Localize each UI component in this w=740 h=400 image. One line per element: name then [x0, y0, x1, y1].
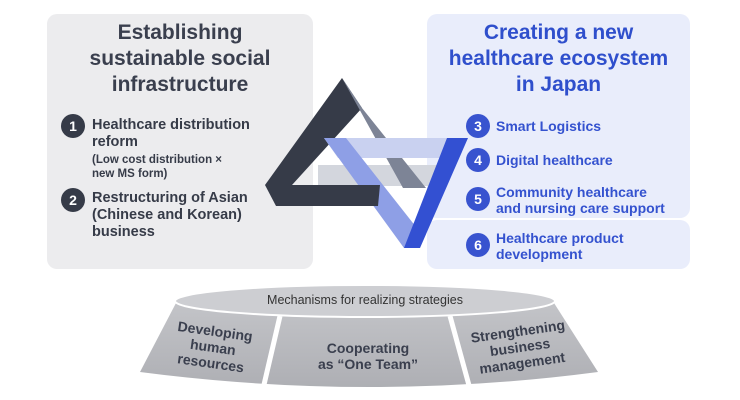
- number-badge-6: 6: [466, 233, 490, 257]
- number-badge-5: 5: [466, 187, 490, 211]
- item-restructuring-asian-business: Restructuring of Asian (Chinese and Kore…: [92, 190, 248, 240]
- right-panel-title: Creating a new healthcare ecosystem in J…: [448, 21, 669, 96]
- number-badge-2: 2: [61, 188, 85, 212]
- foundation-segment-cooperating-one-team: Cooperating as “One Team”: [317, 340, 419, 372]
- foundation-top-ellipse: [174, 284, 556, 318]
- number-badge-4: 4: [466, 148, 490, 172]
- foundation-divider-right: [447, 315, 473, 390]
- item-healthcare-distribution-reform: Healthcare distribution reform: [92, 117, 250, 150]
- triangle-royal-right-leg: [404, 138, 468, 248]
- item-smart-logistics: Smart Logistics: [496, 118, 602, 134]
- triangle-dark-bottom-bar: [265, 185, 380, 206]
- foundation-base-body: [140, 303, 598, 387]
- item-digital-healthcare: Digital healthcare: [496, 152, 613, 168]
- foundation-divider-left: [260, 315, 283, 390]
- left-strategy-panel: [47, 14, 313, 269]
- number-badge-3: 3: [466, 114, 490, 138]
- item-healthcare-distribution-reform-note: (Low cost distribution × new MS form): [92, 154, 223, 180]
- left-panel-title: Establishing sustainable social infrastr…: [89, 21, 271, 96]
- number-badge-1: 1: [61, 114, 85, 138]
- foundation-title: Mechanisms for realizing strategies: [267, 293, 463, 307]
- triangle-dark-left-leg: [265, 78, 362, 185]
- triangle-blue-top-bar: [324, 138, 468, 158]
- item-healthcare-product-development: Healthcare product development: [496, 230, 624, 262]
- item-community-healthcare: Community healthcare and nursing care su…: [496, 184, 665, 216]
